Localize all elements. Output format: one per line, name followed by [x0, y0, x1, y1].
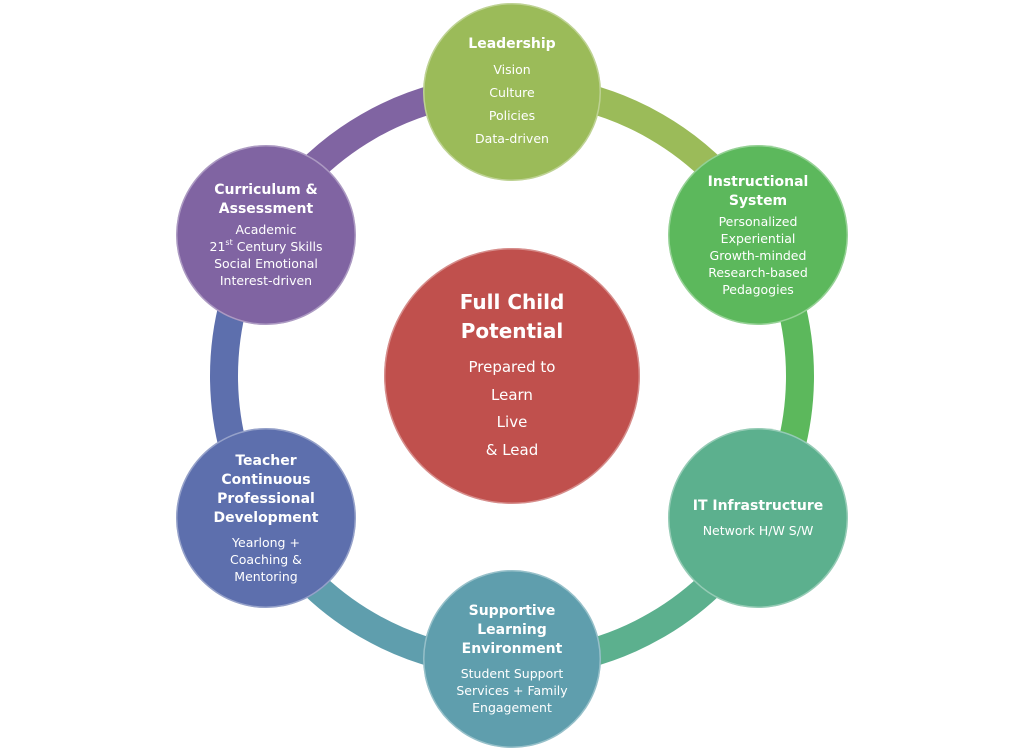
item-text: 21	[209, 239, 226, 254]
node-item: Network H/W S/W	[702, 523, 814, 538]
title-line: Supportive	[468, 603, 556, 619]
node-items: Yearlong + Coaching & Mentoring	[230, 534, 302, 585]
node-item: Social Emotional	[214, 256, 318, 271]
node-item: Research-based	[708, 264, 808, 280]
node-items: Academic 21st Century Skills Social Emot…	[210, 221, 323, 289]
node-item: Student Support	[460, 666, 564, 681]
node-supportive-learning-environment: Supportive Learning Environment Student …	[423, 570, 601, 748]
node-instructional-system: Instructional System Personalized Experi…	[668, 145, 848, 325]
node-curriculum-assessment: Curriculum & Assessment Academic 21st Ce…	[176, 145, 356, 325]
center-full-child-potential: Full Child Potential Prepared to Learn L…	[384, 248, 640, 504]
node-it-infrastructure: IT Infrastructure Network H/W S/W	[668, 428, 848, 608]
title-line: Instructional	[707, 173, 809, 190]
node-item: Pedagogies	[722, 281, 794, 297]
node-item: Personalized	[718, 213, 798, 229]
title-line: System	[728, 192, 788, 209]
node-item: Vision	[493, 61, 531, 77]
title-line: Professional	[217, 490, 315, 507]
center-item: Learn	[491, 385, 533, 404]
node-item: Interest-driven	[219, 273, 313, 288]
node-title: Curriculum & Assessment	[214, 181, 318, 219]
center-title: Full Child Potential	[460, 288, 565, 346]
node-item: Services + Family	[456, 683, 568, 698]
title-line: Assessment	[218, 201, 314, 217]
title-line: Curriculum &	[214, 182, 318, 198]
node-items: Personalized Experiential Growth-minded …	[708, 213, 808, 298]
node-items: Network H/W S/W	[703, 522, 814, 539]
node-title: Leadership	[468, 35, 556, 52]
center-item: Live	[496, 413, 528, 431]
title-line: Environment	[461, 641, 563, 657]
node-item: Academic	[235, 222, 297, 237]
node-item: Mentoring	[234, 568, 298, 584]
center-item: & Lead	[485, 440, 539, 459]
center-items: Prepared to Learn Live & Lead	[469, 354, 556, 464]
node-title: Supportive Learning Environment	[462, 602, 563, 659]
title-line: Potential	[460, 319, 564, 343]
title-line: Continuous	[221, 471, 311, 488]
node-item: Growth-minded	[709, 247, 807, 263]
node-item: Experiential	[720, 230, 796, 246]
node-item: 21st Century Skills	[210, 238, 323, 255]
node-item: Engagement	[472, 700, 552, 715]
title-line: Teacher	[235, 452, 297, 469]
node-items: Student Support Services + Family Engage…	[456, 665, 567, 716]
superscript: st	[225, 237, 233, 247]
node-leadership: Leadership Vision Culture Policies Data-…	[423, 3, 601, 181]
node-items: Vision Culture Policies Data-driven	[475, 58, 549, 150]
node-item: Data-driven	[475, 130, 549, 146]
node-item: Yearlong +	[232, 534, 300, 550]
node-title: Teacher Continuous Professional Developm…	[214, 452, 319, 528]
node-title: Instructional System	[708, 173, 809, 211]
center-item: Prepared to	[468, 358, 556, 376]
item-text: Century Skills	[232, 239, 323, 254]
node-item: Coaching &	[230, 551, 302, 567]
node-item: Policies	[488, 107, 536, 123]
node-title: IT Infrastructure	[692, 498, 824, 514]
title-line: Learning	[477, 622, 547, 638]
node-item: Culture	[489, 84, 535, 100]
title-line: Development	[213, 509, 319, 526]
node-teacher-development: Teacher Continuous Professional Developm…	[176, 428, 356, 608]
title-line: Full Child	[459, 290, 565, 314]
